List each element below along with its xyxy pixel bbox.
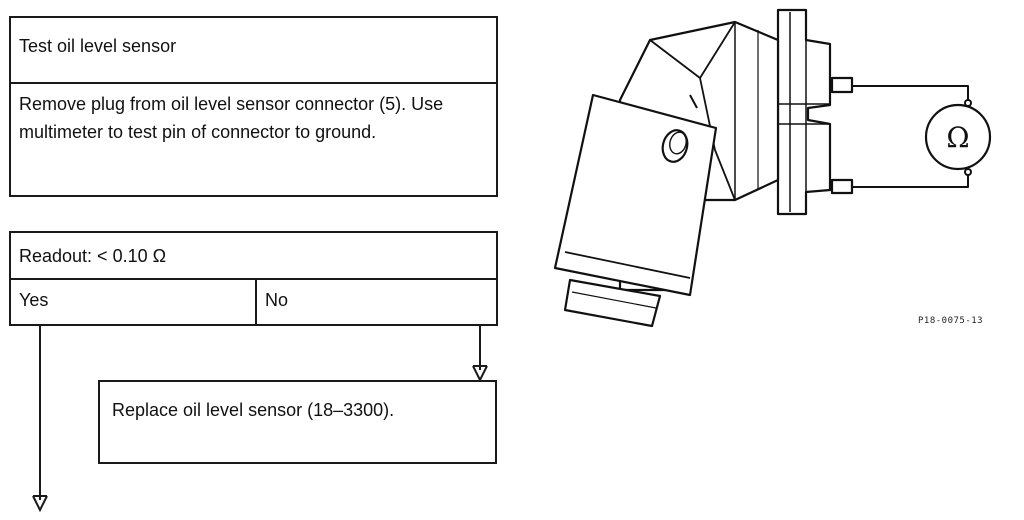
no-branch-label: No: [265, 290, 289, 310]
connector-pin-bottom: [830, 178, 854, 195]
step-title: Test oil level sensor: [11, 18, 496, 84]
decision-row: Yes No: [11, 280, 496, 324]
replace-sensor-text: Replace oil level sensor (18–3300).: [112, 400, 395, 420]
replace-sensor-box: Replace oil level sensor (18–3300).: [98, 380, 497, 464]
no-arrow: [472, 326, 488, 383]
test-step-box: Test oil level sensor Remove plug from o…: [9, 16, 498, 197]
body-bolt-hole: [661, 129, 689, 163]
step-instruction: Remove plug from oil level sensor connec…: [19, 94, 444, 142]
readout-decision-box: Readout: < 0.10 Ω Yes No: [9, 231, 498, 326]
yes-arrow: [32, 326, 48, 513]
oil-level-sensor-illustration: [553, 8, 992, 328]
sensor-flange: [776, 8, 832, 216]
meter-wires: [852, 85, 972, 188]
ohm-symbol: Ω: [946, 121, 969, 154]
yes-branch-label: Yes: [11, 280, 257, 324]
sensor-body: [553, 93, 718, 297]
figure-code: P18-0075-13: [918, 316, 984, 326]
connector-pin-top: [830, 76, 854, 94]
multimeter-symbol: [924, 103, 992, 171]
readout-condition: Readout: < 0.10 Ω: [11, 233, 496, 280]
sensor-plug: [563, 278, 662, 328]
